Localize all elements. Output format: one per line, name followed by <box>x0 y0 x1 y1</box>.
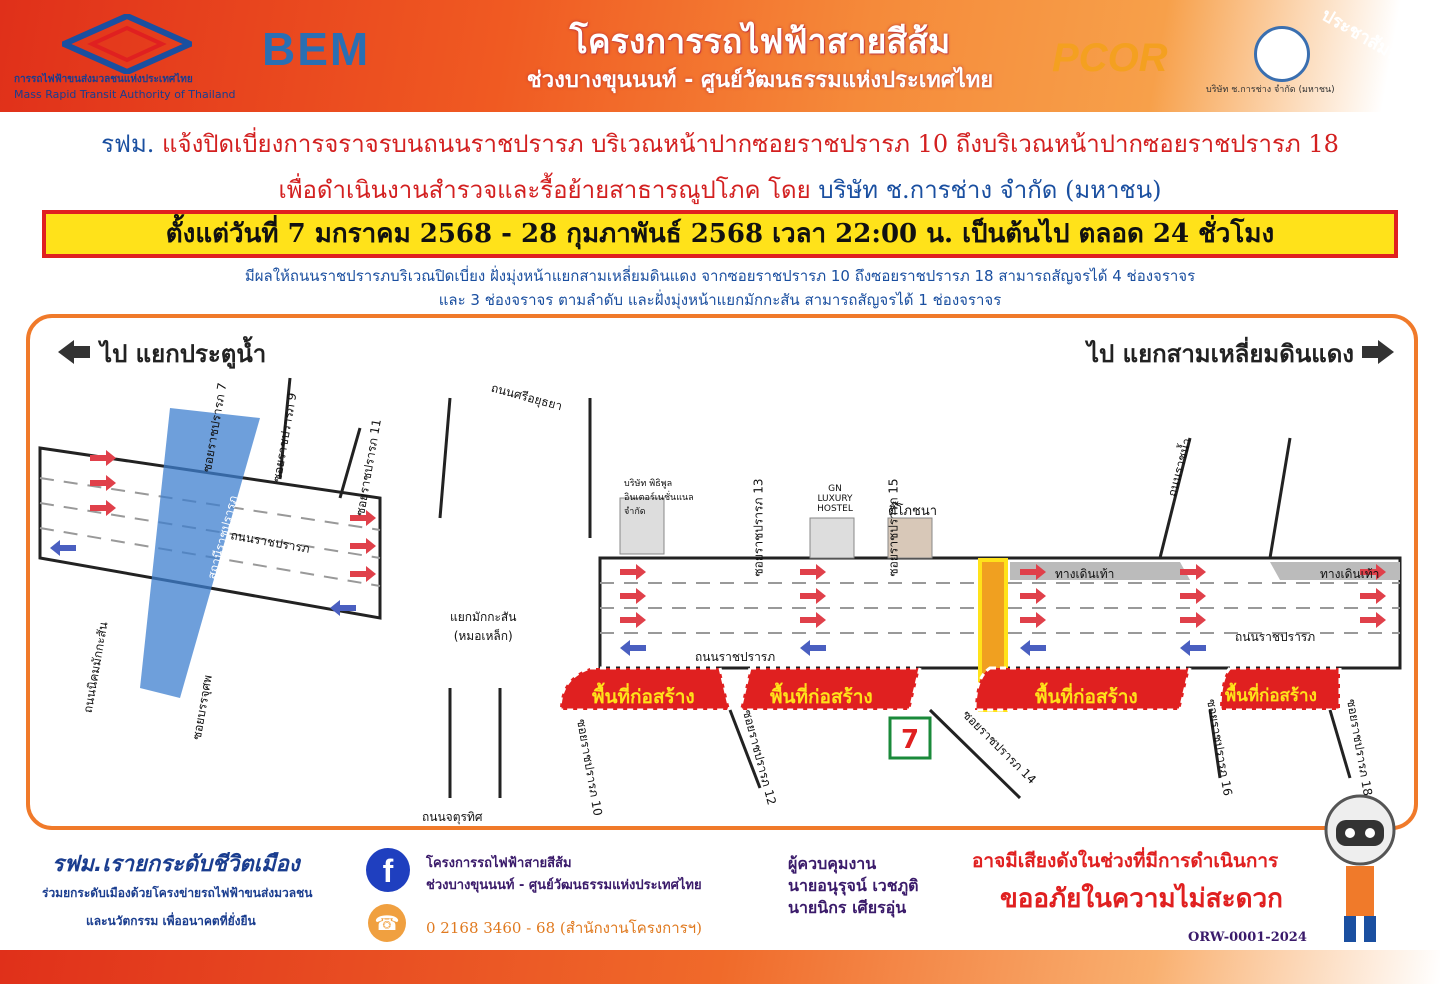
arrow-right-icon <box>1360 564 1386 580</box>
arrow-left-icon <box>330 600 356 616</box>
ch-karnchang-name: บริษัท ช.การช่าง จำกัด (มหาชน) <box>1206 85 1335 95</box>
noise-warning: อาจมีเสียงดังในช่วงที่มีการดำเนินการ <box>972 850 1279 872</box>
mascot-icon <box>1324 794 1396 942</box>
project-title: โครงการรถไฟฟ้าสายสีส้ม <box>569 22 951 62</box>
construction-label: พื้นที่ก่อสร้าง <box>1225 686 1317 706</box>
arrow-left-icon <box>50 540 76 556</box>
project-subtitle: ช่วงบางขุนนนท์ - ศูนย์วัฒนธรรมแห่งประเทศ… <box>526 68 994 93</box>
soi-label: ซอยราชปรารภ 13 <box>751 478 766 577</box>
shop-label: ติ๊โภชนา <box>888 504 938 519</box>
arrow-right-icon <box>1362 340 1394 364</box>
controller-name: นายนิกร เศียรอุ่น <box>788 898 907 917</box>
bottom-banner <box>0 950 1440 984</box>
mrta-logo: การรถไฟฟ้าขนส่งมวลชนแห่งประเทศไทย Mass R… <box>14 14 254 104</box>
notice-agency: รฟม. <box>101 130 155 158</box>
arrow-left-icon <box>1180 640 1206 656</box>
construction-label: พื้นที่ก่อสร้าง <box>592 686 695 708</box>
building-icon <box>887 517 933 559</box>
arrow-left-icon <box>1020 640 1046 656</box>
facebook-page-name[interactable]: โครงการรถไฟฟ้าสายสีส้ม <box>426 856 572 871</box>
arrow-right-icon <box>1180 564 1206 580</box>
arrow-right-icon <box>90 475 116 491</box>
station-structure <box>140 408 260 698</box>
notice-line-2: เพื่อดำเนินงานสำรวจและรื้อย้ายสาธารณูปโภ… <box>0 170 1440 209</box>
notice-line-1: รฟม. แจ้งปิดเบี่ยงการจราจรบนถนนราชปรารภ … <box>0 124 1440 163</box>
apology-text: ขออภัยในความไม่สะดวก <box>1000 884 1283 914</box>
facebook-icon: f <box>366 848 410 892</box>
construction-label: พื้นที่ก่อสร้าง <box>1035 686 1138 708</box>
direction-right: ไป แยกสามเหลี่ยมดินแดง <box>1086 340 1354 368</box>
arrow-right-icon <box>800 564 826 580</box>
facebook-page-sub[interactable]: ช่วงบางขุนนนท์ - ศูนย์วัฒนธรรมแห่งประเทศ… <box>426 878 702 893</box>
arrow-right-icon <box>1020 612 1046 628</box>
company-label: บริษัท พิธิพูล อินเตอร์เนชั่นแนล จำกัด <box>624 479 694 517</box>
notice-contractor: บริษัท ช.การช่าง จำกัด (มหาชน) <box>818 176 1162 204</box>
notice-text: แจ้งปิดเบี่ยงการจราจรบนถนนราชปรารภ บริเว… <box>162 130 1339 158</box>
construction-zones <box>558 666 1342 712</box>
arrow-right-icon <box>350 510 376 526</box>
mrta-emblem-icon <box>62 14 192 74</box>
arrow-right-icon <box>1020 564 1046 580</box>
effect-line-2: และ 3 ช่องจราจร ตามลำดับ และฝั่งมุ่งหน้า… <box>438 291 1002 309</box>
intersection-name: แยกมักกะสัน <box>450 610 517 624</box>
arrow-right-icon <box>800 588 826 604</box>
phone-icon: ☎ <box>368 904 406 942</box>
arrow-right-icon <box>620 588 646 604</box>
arrow-right-icon <box>350 566 376 582</box>
intersection-alias: (หมอเหล็ก) <box>453 629 513 643</box>
traffic-map: 7 ไป แยกประตูน้ำ ไป แยกสามเหลี่ยมดินแดง … <box>26 314 1418 830</box>
controller-title: ผู้ควบคุมงาน <box>788 854 877 873</box>
date-banner: ตั้งแต่วันที่ 7 มกราคม 2568 - 28 กุมภาพั… <box>42 210 1398 258</box>
arrow-right-icon <box>620 612 646 628</box>
arrow-right-icon <box>1180 588 1206 604</box>
building-icon <box>809 517 855 559</box>
sidewalk-label: ทางเดินเท้า <box>1055 567 1115 581</box>
direction-left: ไป แยกประตูน้ำ <box>100 340 267 368</box>
seven-eleven-icon <box>888 716 932 760</box>
chatuthit-label: ถนนจตุรทิศ <box>422 810 483 824</box>
pr-label: ประชาสัมพันธ์ <box>1317 4 1425 79</box>
ch-karnchang-logo <box>1254 26 1310 82</box>
document-code: ORW-0001-2024 <box>1188 930 1307 945</box>
footer: รฟม.เรายกระดับชีวิตเมือง ร่วมยกระดับเมือ… <box>0 840 1440 950</box>
mrta-name-en: Mass Rapid Transit Authority of Thailand <box>14 88 236 101</box>
lane-arrows <box>50 450 1386 656</box>
mrta-name-th: การรถไฟฟ้าขนส่งมวลชนแห่งประเทศไทย <box>14 74 193 85</box>
building-icon <box>619 497 665 555</box>
hostel-label: GN LUXURY HOSTEL <box>817 484 853 514</box>
phone-number[interactable]: 0 2168 3460 - 68 (สำนักงานโครงการฯ) <box>426 919 702 937</box>
arrow-left-icon <box>800 640 826 656</box>
notice-purpose: เพื่อดำเนินงานสำรวจและรื้อย้ายสาธารณูปโภ… <box>278 176 811 204</box>
slogan: รฟม.เรายกระดับชีวิตเมือง <box>52 852 300 877</box>
arrow-right-icon <box>800 612 826 628</box>
slogan-sub-1: ร่วมยกระดับเมืองด้วยโครงข่ายรถไฟฟ้าขนส่ง… <box>42 886 313 900</box>
bem-logo: BEM <box>262 23 371 75</box>
sidewalk <box>1010 562 1190 580</box>
arrow-right-icon <box>90 500 116 516</box>
slogan-sub-2: และนวัตกรรม เพื่ออนาคตที่ยั่งยืน <box>86 914 256 928</box>
road-diagram: 7 <box>38 340 1402 800</box>
arrow-right-icon <box>90 450 116 466</box>
road-label: ถนนราชปรารภ <box>1235 630 1316 644</box>
sidewalk-label: ทางเดินเท้า <box>1320 567 1380 581</box>
intersection-label: แยกมักกะสัน (หมอเหล็ก) <box>450 608 516 646</box>
road-label: ถนนราชปรารภ <box>695 650 776 664</box>
arrow-right-icon <box>1360 588 1386 604</box>
header-banner: การรถไฟฟ้าขนส่งมวลชนแห่งประเทศไทย Mass R… <box>0 0 1440 112</box>
arrow-right-icon <box>1360 612 1386 628</box>
pcor-logo: PCOR <box>1052 36 1168 80</box>
sidewalk <box>1270 562 1400 580</box>
construction-label: พื้นที่ก่อสร้าง <box>770 686 873 708</box>
seven-eleven-label: 7 <box>901 725 919 755</box>
arrow-left-icon <box>620 640 646 656</box>
arrow-right-icon <box>1180 612 1206 628</box>
effect-line-1: มีผลให้ถนนราชปรารภบริเวณปิดเบี่ยง ฝั่งมุ… <box>244 267 1196 285</box>
effect-text: มีผลให้ถนนราชปรารภบริเวณปิดเบี่ยง ฝั่งมุ… <box>0 264 1440 312</box>
arrow-left-icon <box>58 340 90 364</box>
soi-label: ซอยราชปรารภ 15 <box>886 478 901 577</box>
arrow-right-icon <box>1020 588 1046 604</box>
arrow-right-icon <box>350 538 376 554</box>
arrow-right-icon <box>620 564 646 580</box>
controller-name: นายอนุรุจน์ เวชภูติ <box>788 876 919 895</box>
